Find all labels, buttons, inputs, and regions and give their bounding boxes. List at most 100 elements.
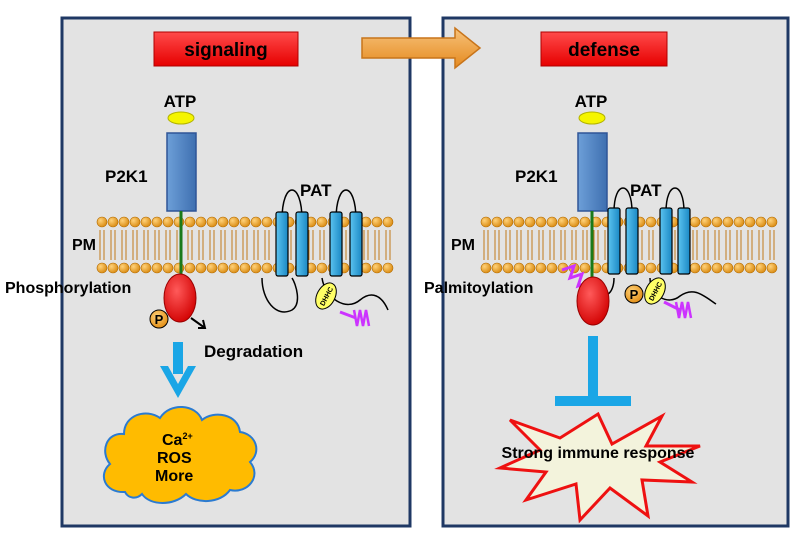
ros-label: ROS [157,450,192,467]
pat-label-left: PAT [300,181,332,200]
lipid-head [162,216,174,228]
lipid-head [733,262,745,274]
pat-label-right: PAT [630,181,662,200]
lipid-head [722,262,734,274]
lipid-head [645,262,657,274]
transition-arrow [361,26,482,70]
pat-helix-right-1 [607,207,621,275]
lipid-head [733,216,745,228]
lipid-head [96,262,108,274]
lipid-head [689,262,701,274]
signaling-header-box [153,31,299,67]
dhhc-domain-left: DHHC [315,282,337,310]
lipid-head [96,216,108,228]
lipid-head [107,262,119,274]
pat-helix-right-2 [625,207,639,275]
palmitoylation-label: Palmitoylation [424,280,533,297]
lipid-head [766,262,778,274]
phospho-group-right [624,284,644,304]
lipid-head [228,262,240,274]
atp-label-left: ATP [164,92,197,111]
lipid-head [744,216,756,228]
atp-ligand-right [578,111,606,125]
lipid-head [382,262,394,274]
pat-helix-right-3 [659,207,673,275]
p2k1-label-right: P2K1 [515,167,558,186]
degradation-label: Degradation [204,342,303,361]
lipid-head [502,216,514,228]
lipid-head [557,216,569,228]
lipid-head [118,216,130,228]
lipid-head [140,262,152,274]
lipid-head [535,262,547,274]
lipid-head [524,216,536,228]
lipid-head [579,262,591,274]
lipid-head [491,262,503,274]
lipid-head [711,216,723,228]
lipid-head [140,216,152,228]
lipid-head [491,216,503,228]
lipid-head [371,216,383,228]
lipid-head [184,262,196,274]
palmitoyl-chain-free-left [339,309,371,327]
pat-helix-right-4 [677,207,691,275]
lipid-head [206,216,218,228]
lipid-head [700,216,712,228]
pat-helix-left-3 [329,211,343,277]
lipid-head [250,262,262,274]
immune-response-burst [494,411,701,524]
lipid-head [195,216,207,228]
lipid-head [480,262,492,274]
phosphorylation-label: Phosphorylation [5,280,131,297]
pm-label-right: PM [451,237,475,254]
lipid-head [535,216,547,228]
lipid-head [579,216,591,228]
signaling-header: signaling [184,40,267,61]
lipid-head [766,216,778,228]
lipid-head [546,216,558,228]
lipid-head [184,216,196,228]
lipid-head [755,262,767,274]
lipid-head [151,216,163,228]
calcium-label: Ca2+ [162,431,193,449]
lipid-head [700,262,712,274]
lipid-head [107,216,119,228]
lipid-head [722,216,734,228]
dhhc-domain-right: DHHC [644,277,666,305]
lipid-head [228,216,240,228]
lipid-head [382,216,394,228]
lipid-head [217,262,229,274]
pm-label-left: PM [72,237,96,254]
lipid-head [250,216,262,228]
lipid-head [480,216,492,228]
lipid-head [755,216,767,228]
palmitoyl-chain-pat [663,300,693,319]
lipid-head [206,262,218,274]
lipid-head [371,262,383,274]
lipid-head [261,216,273,228]
lipid-head [568,216,580,228]
lipid-head [502,262,514,274]
phospho-label-right: P [630,287,639,302]
lipid-head [118,262,130,274]
phospho-label-left: P [155,312,164,327]
p2k1-receptor-right [577,132,608,212]
inhibition-bar [555,336,631,406]
lipid-head [239,216,251,228]
lipid-head [316,216,328,228]
p2k1-receptor-left [166,132,197,212]
lipid-head [513,262,525,274]
atp-label-right: ATP [575,92,608,111]
pat-helix-left-4 [349,211,363,277]
immune-response-label: Strong immune response [502,445,695,462]
p2k1-label-left: P2K1 [105,167,148,186]
pat-helix-left-2 [295,211,309,277]
lipid-head [151,262,163,274]
target-protein-right [576,276,610,326]
degradation-arrow [190,317,207,329]
lipid-head [129,216,141,228]
target-protein-left [163,273,197,323]
lipid-head [129,262,141,274]
lipid-head [744,262,756,274]
